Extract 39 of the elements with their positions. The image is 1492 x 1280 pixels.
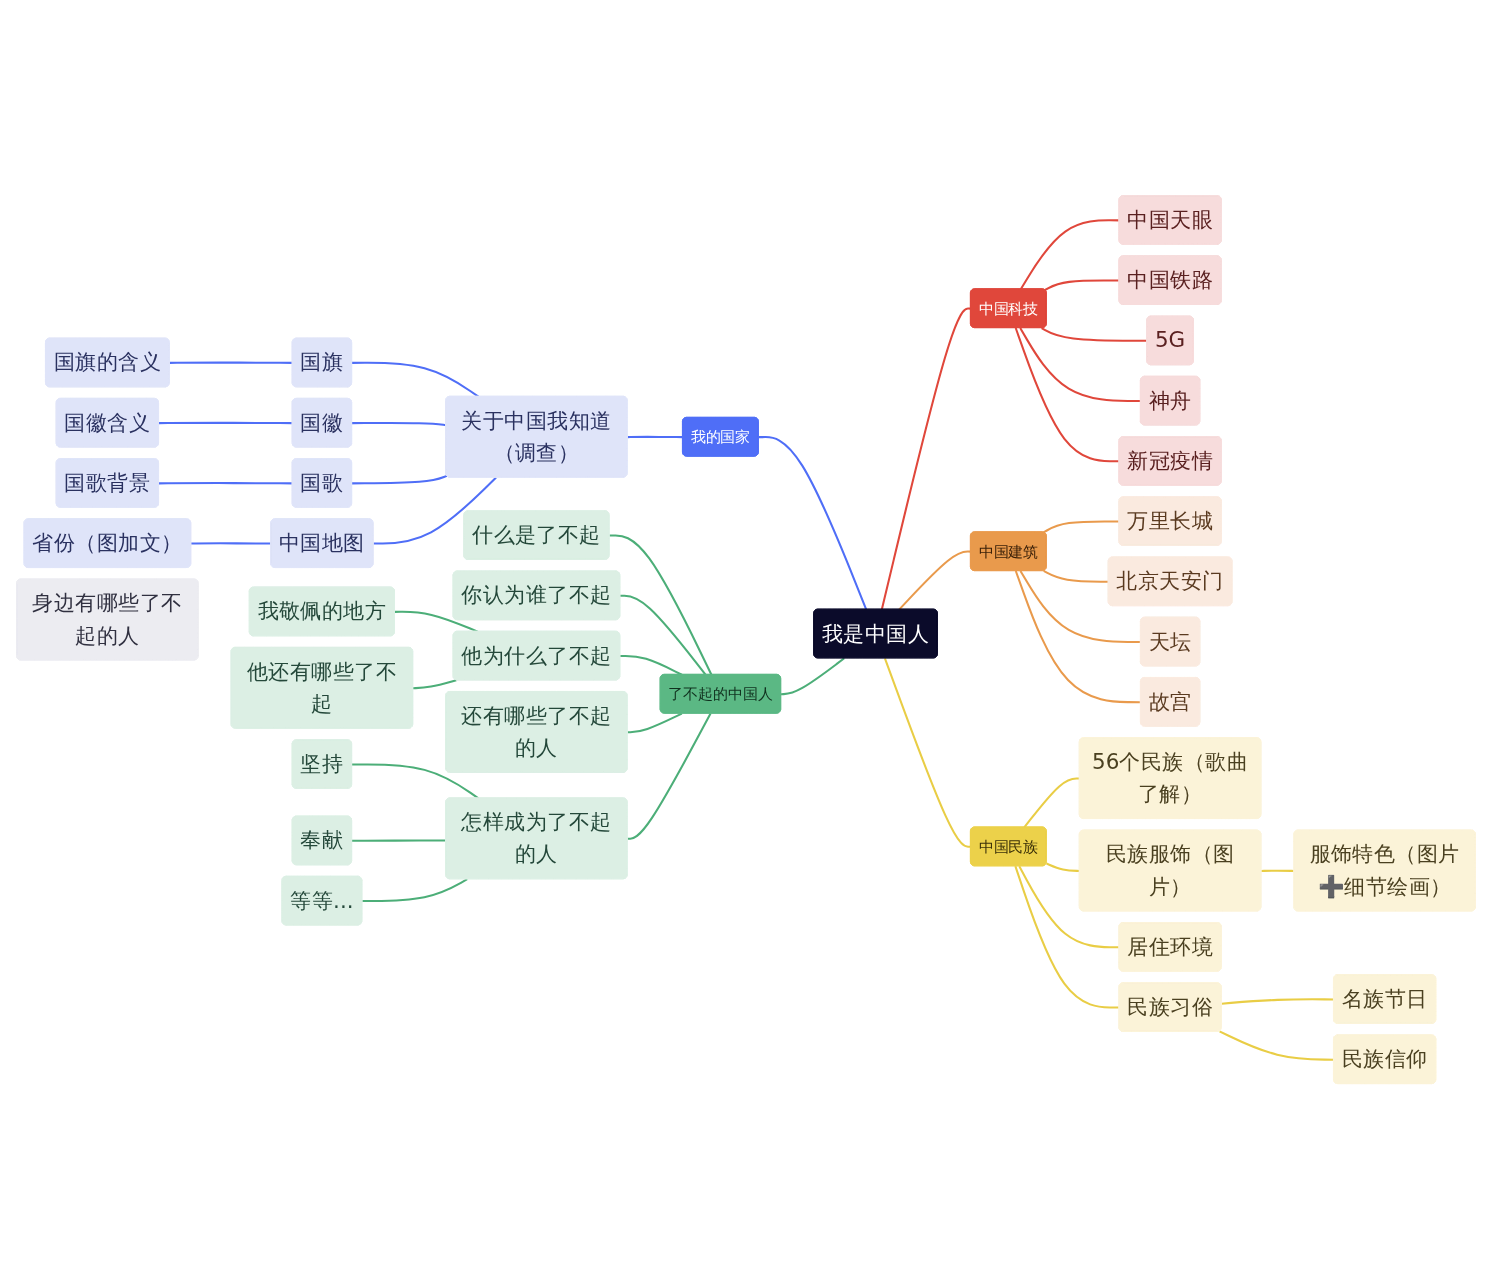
connector [609, 534, 713, 676]
connector [352, 422, 447, 427]
connector [352, 839, 447, 843]
connector [373, 477, 497, 545]
connector [883, 658, 971, 849]
connector [627, 713, 712, 841]
connector [880, 307, 971, 611]
connector [1014, 866, 1120, 1009]
connector [1023, 777, 1080, 829]
connector [352, 763, 480, 800]
connector [394, 611, 479, 633]
connector [158, 422, 293, 425]
connector [627, 713, 683, 734]
connector [1219, 1030, 1334, 1062]
connector [1043, 570, 1109, 584]
connector [158, 482, 293, 485]
connector [1044, 279, 1120, 292]
connector [413, 679, 457, 690]
connector [1221, 998, 1334, 1006]
connector [1261, 870, 1295, 873]
connector [781, 657, 845, 696]
connector [1014, 571, 1141, 704]
connector [1046, 862, 1080, 873]
connector [1018, 866, 1120, 949]
connector [352, 475, 448, 485]
connector [1019, 570, 1141, 644]
connector [362, 878, 468, 903]
connector [627, 436, 683, 439]
connector [1014, 328, 1120, 463]
connector [169, 362, 293, 365]
connector [1019, 327, 1141, 403]
connector [898, 550, 971, 611]
connector [191, 542, 272, 545]
connector [1019, 219, 1120, 291]
connector [758, 436, 868, 611]
connector [1043, 520, 1120, 534]
connector [620, 595, 707, 676]
connector [352, 362, 480, 398]
connector [1041, 327, 1148, 343]
